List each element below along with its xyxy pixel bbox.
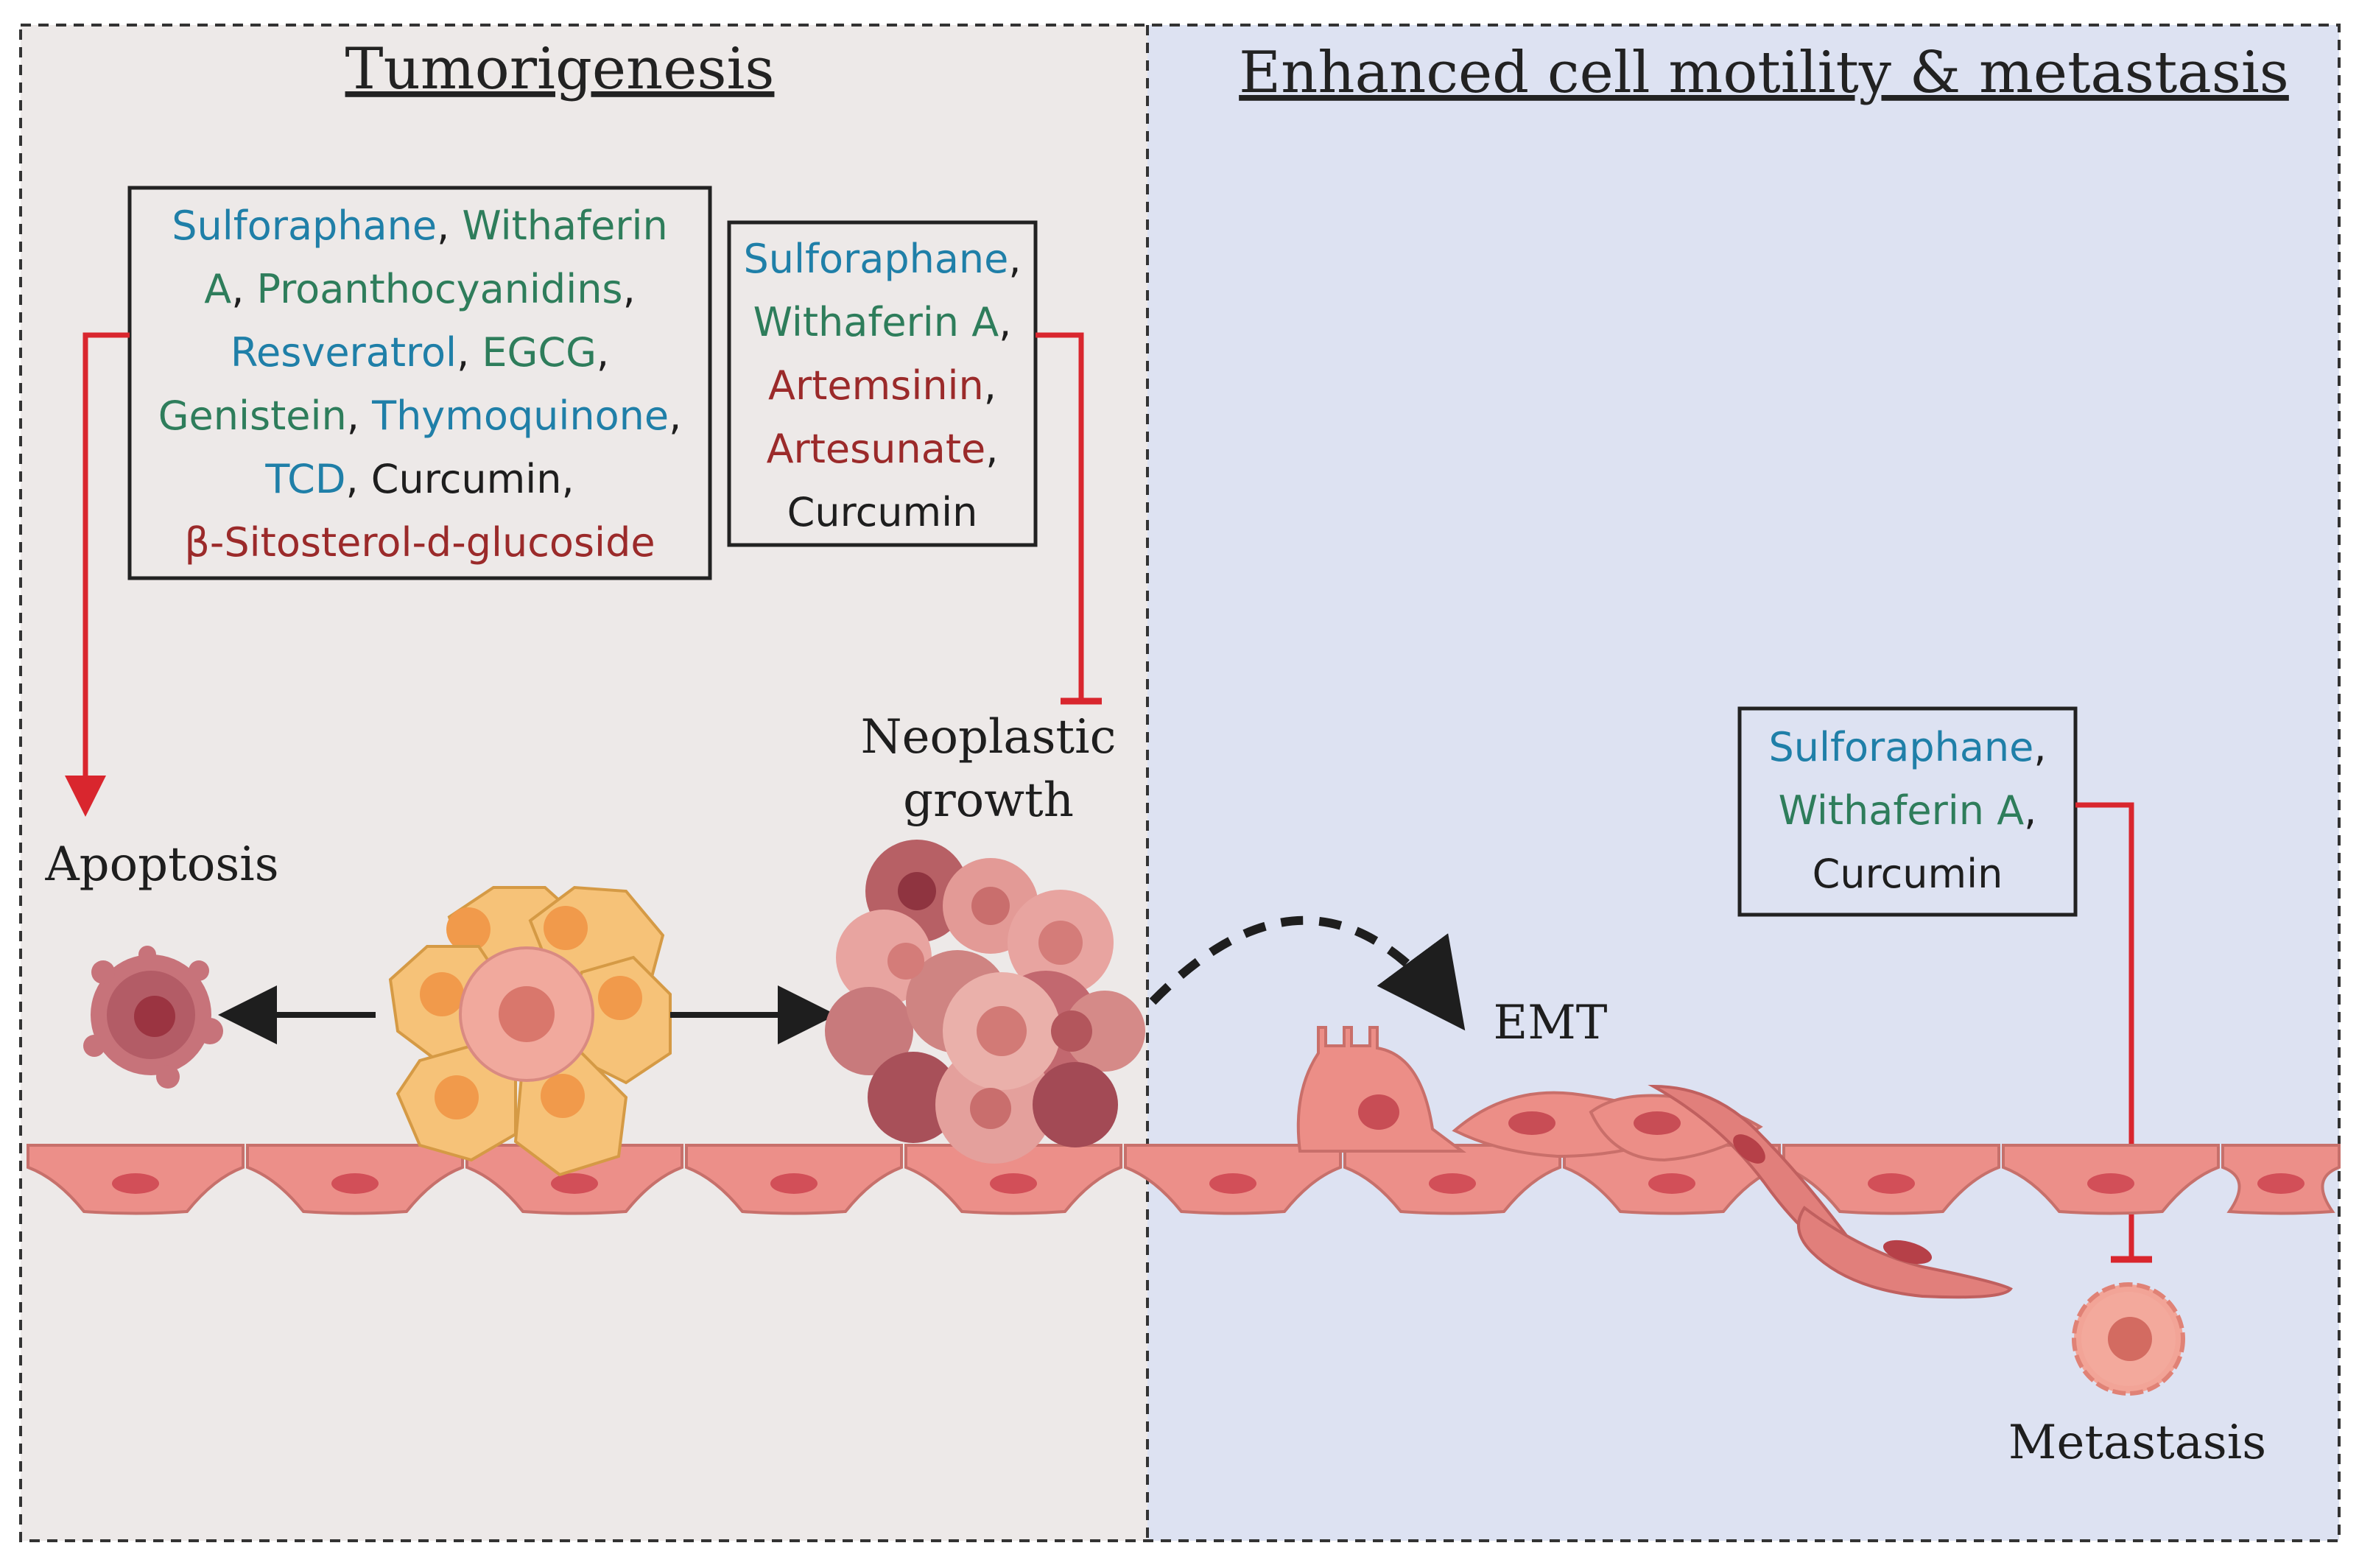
neoplastic-inhibition-line — [1036, 332, 1084, 701]
normal-cell-cluster-icon — [388, 885, 672, 1177]
drug-name-segment: Artemsinin — [768, 362, 984, 409]
drug-name-segment: Sulforaphane — [743, 236, 1008, 282]
drug-name-segment: , Curcumin, — [345, 456, 574, 502]
box3-line: Sulforaphane, — [1768, 724, 2046, 770]
drug-name-segment: TCD — [264, 456, 345, 502]
drug-name-segment: Withaferin A — [1779, 787, 2025, 834]
drug-name-segment: , — [985, 426, 998, 472]
left-panel — [21, 25, 1147, 1541]
drug-name-segment: Artesunate — [767, 426, 986, 472]
drug-name-segment: , — [347, 393, 372, 439]
drug-name-segment: , — [457, 329, 482, 376]
drug-box-neoplastic-text: Sulforaphane,Withaferin A,Artemsinin,Art… — [743, 236, 1021, 535]
drug-name-segment: Genistein — [158, 393, 347, 439]
box1-line: β-Sitosterol-d-glucoside — [184, 519, 655, 566]
box2-line: Curcumin — [787, 489, 978, 535]
box1-line: A, Proanthocyanidins, — [204, 266, 636, 312]
drug-name-segment: A — [204, 266, 231, 312]
drug-name-segment: Withaferin — [462, 203, 667, 249]
tumor-mass-icon — [825, 840, 1145, 1164]
drug-box-apoptosis — [127, 186, 712, 580]
metastasis-label: Metastasis — [2008, 1416, 2266, 1470]
apoptosis-label: Apoptosis — [44, 837, 278, 892]
drug-name-segment: Resveratrol — [231, 329, 457, 376]
drug-box-metastasis — [1737, 706, 2078, 917]
drug-name-segment: Thymoquinone — [371, 393, 669, 439]
neoplastic-label-line2: growth — [903, 773, 1074, 828]
endothelial-nucleus — [331, 1173, 379, 1194]
endothelial-nucleus — [2257, 1173, 2304, 1194]
drug-name-segment: , — [623, 266, 636, 312]
endothelial-nucleus — [770, 1173, 818, 1194]
drug-name-segment: , — [437, 203, 462, 249]
metastatic-cell-icon — [2072, 1282, 2185, 1396]
drug-name-segment: EGCG — [482, 329, 597, 376]
box2-line: Artesunate, — [767, 426, 999, 472]
drug-name-segment: , — [231, 266, 256, 312]
box2-line: Withaferin A, — [753, 299, 1012, 345]
endothelial-cell-layer — [27, 1144, 2341, 1215]
box3-line: Curcumin — [1813, 851, 2003, 897]
endothelial-nucleus — [112, 1173, 159, 1194]
drug-box-neoplastic — [727, 220, 1038, 547]
drug-name-segment: Sulforaphane — [172, 203, 437, 249]
box2-line: Sulforaphane, — [743, 236, 1021, 282]
apoptosis-activation-arrow — [65, 332, 130, 817]
box1-line: Genistein, Thymoquinone, — [158, 393, 682, 439]
drug-name-segment: Withaferin A — [753, 299, 999, 345]
right-panel-title: Enhanced cell motility & metastasis — [1239, 40, 2289, 106]
drug-box-metastasis-text: Sulforaphane,Withaferin A,Curcumin — [1768, 724, 2046, 897]
box1-line: TCD, Curcumin, — [264, 456, 574, 502]
endothelial-nucleus — [1209, 1173, 1256, 1194]
drug-name-segment: Curcumin — [1813, 851, 2003, 897]
box1-line: Sulforaphane, Withaferin — [172, 203, 668, 249]
endothelial-nucleus — [1868, 1173, 1915, 1194]
drug-name-segment: , — [2033, 724, 2046, 770]
endothelial-nucleus — [1648, 1173, 1695, 1194]
metastasis-inhibition-line — [2075, 802, 2134, 1259]
box3-line: Withaferin A, — [1779, 787, 2037, 834]
migrating-cells-icon — [1296, 1026, 2013, 1299]
box2-line: Artemsinin, — [768, 362, 996, 409]
drug-name-segment: , — [999, 299, 1011, 345]
drug-name-segment: Curcumin — [787, 489, 978, 535]
endothelial-nucleus — [2087, 1173, 2134, 1194]
left-panel-title: Tumorigenesis — [345, 36, 775, 102]
outer-dashed-border — [19, 24, 2341, 1542]
endothelial-nucleus — [1429, 1173, 1476, 1194]
neoplastic-label-line1: Neoplastic — [861, 710, 1117, 764]
emt-label: EMT — [1494, 996, 1608, 1050]
drug-name-segment: , — [2024, 787, 2036, 834]
drug-name-segment: , — [1008, 236, 1021, 282]
drug-name-segment: Sulforaphane — [1768, 724, 2033, 770]
endothelial-nucleus — [990, 1173, 1037, 1194]
drug-name-segment: , — [984, 362, 996, 409]
apoptotic-cell-icon — [83, 946, 223, 1089]
drug-name-segment: , — [669, 393, 681, 439]
box1-line: Resveratrol, EGCG, — [231, 329, 609, 376]
drug-name-segment: β-Sitosterol-d-glucoside — [184, 519, 655, 566]
drug-name-segment: , — [597, 329, 609, 376]
drug-name-segment: Proanthocyanidins — [257, 266, 623, 312]
endothelial-nucleus — [551, 1173, 598, 1194]
